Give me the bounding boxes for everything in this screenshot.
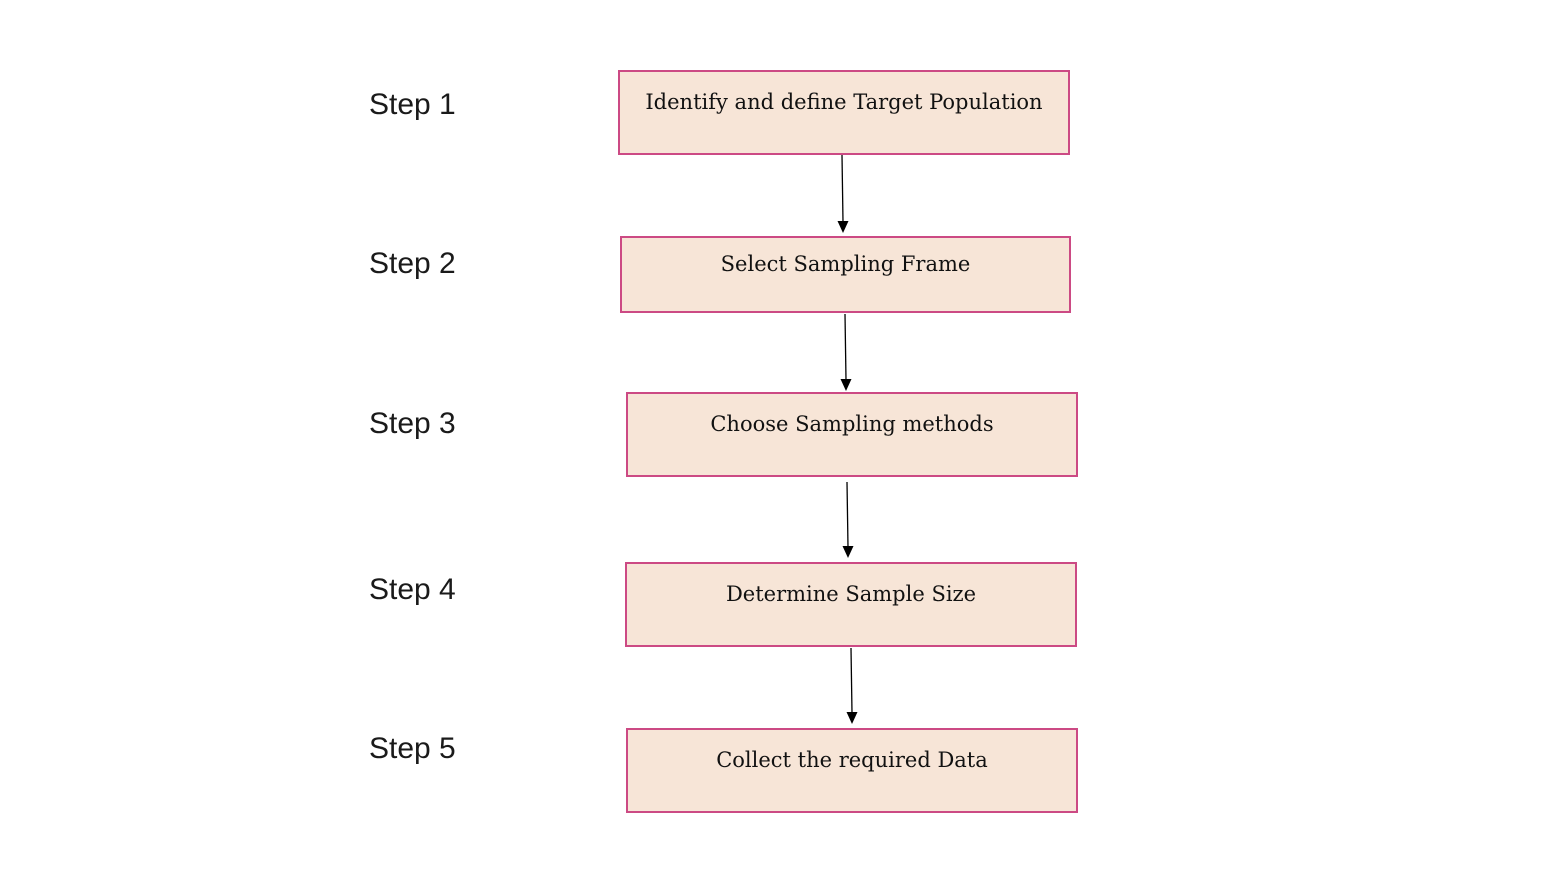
step-4-box: Determine Sample Size — [625, 562, 1077, 647]
step-5-box: Collect the required Data — [626, 728, 1078, 813]
step-5-text: Collect the required Data — [716, 748, 988, 772]
step-1-box: Identify and define Target Population — [618, 70, 1070, 155]
arrow-2-to-3 — [840, 313, 852, 391]
step-4-label: Step 4 — [369, 573, 456, 606]
step-3-text: Choose Sampling methods — [710, 412, 994, 436]
arrow-3-to-4 — [842, 481, 854, 558]
step-2-label: Step 2 — [369, 247, 456, 280]
step-2-box: Select Sampling Frame — [620, 236, 1071, 313]
arrow-1-to-2 — [837, 154, 849, 233]
arrow-4-to-5 — [846, 647, 858, 724]
step-5-label: Step 5 — [369, 732, 456, 765]
step-2-text: Select Sampling Frame — [720, 252, 971, 276]
step-4-text: Determine Sample Size — [725, 582, 977, 606]
step-3-label: Step 3 — [369, 407, 456, 440]
step-1-label: Step 1 — [369, 88, 456, 121]
step-3-box: Choose Sampling methods — [626, 392, 1078, 477]
step-1-text: Identify and define Target Population — [645, 90, 1043, 114]
